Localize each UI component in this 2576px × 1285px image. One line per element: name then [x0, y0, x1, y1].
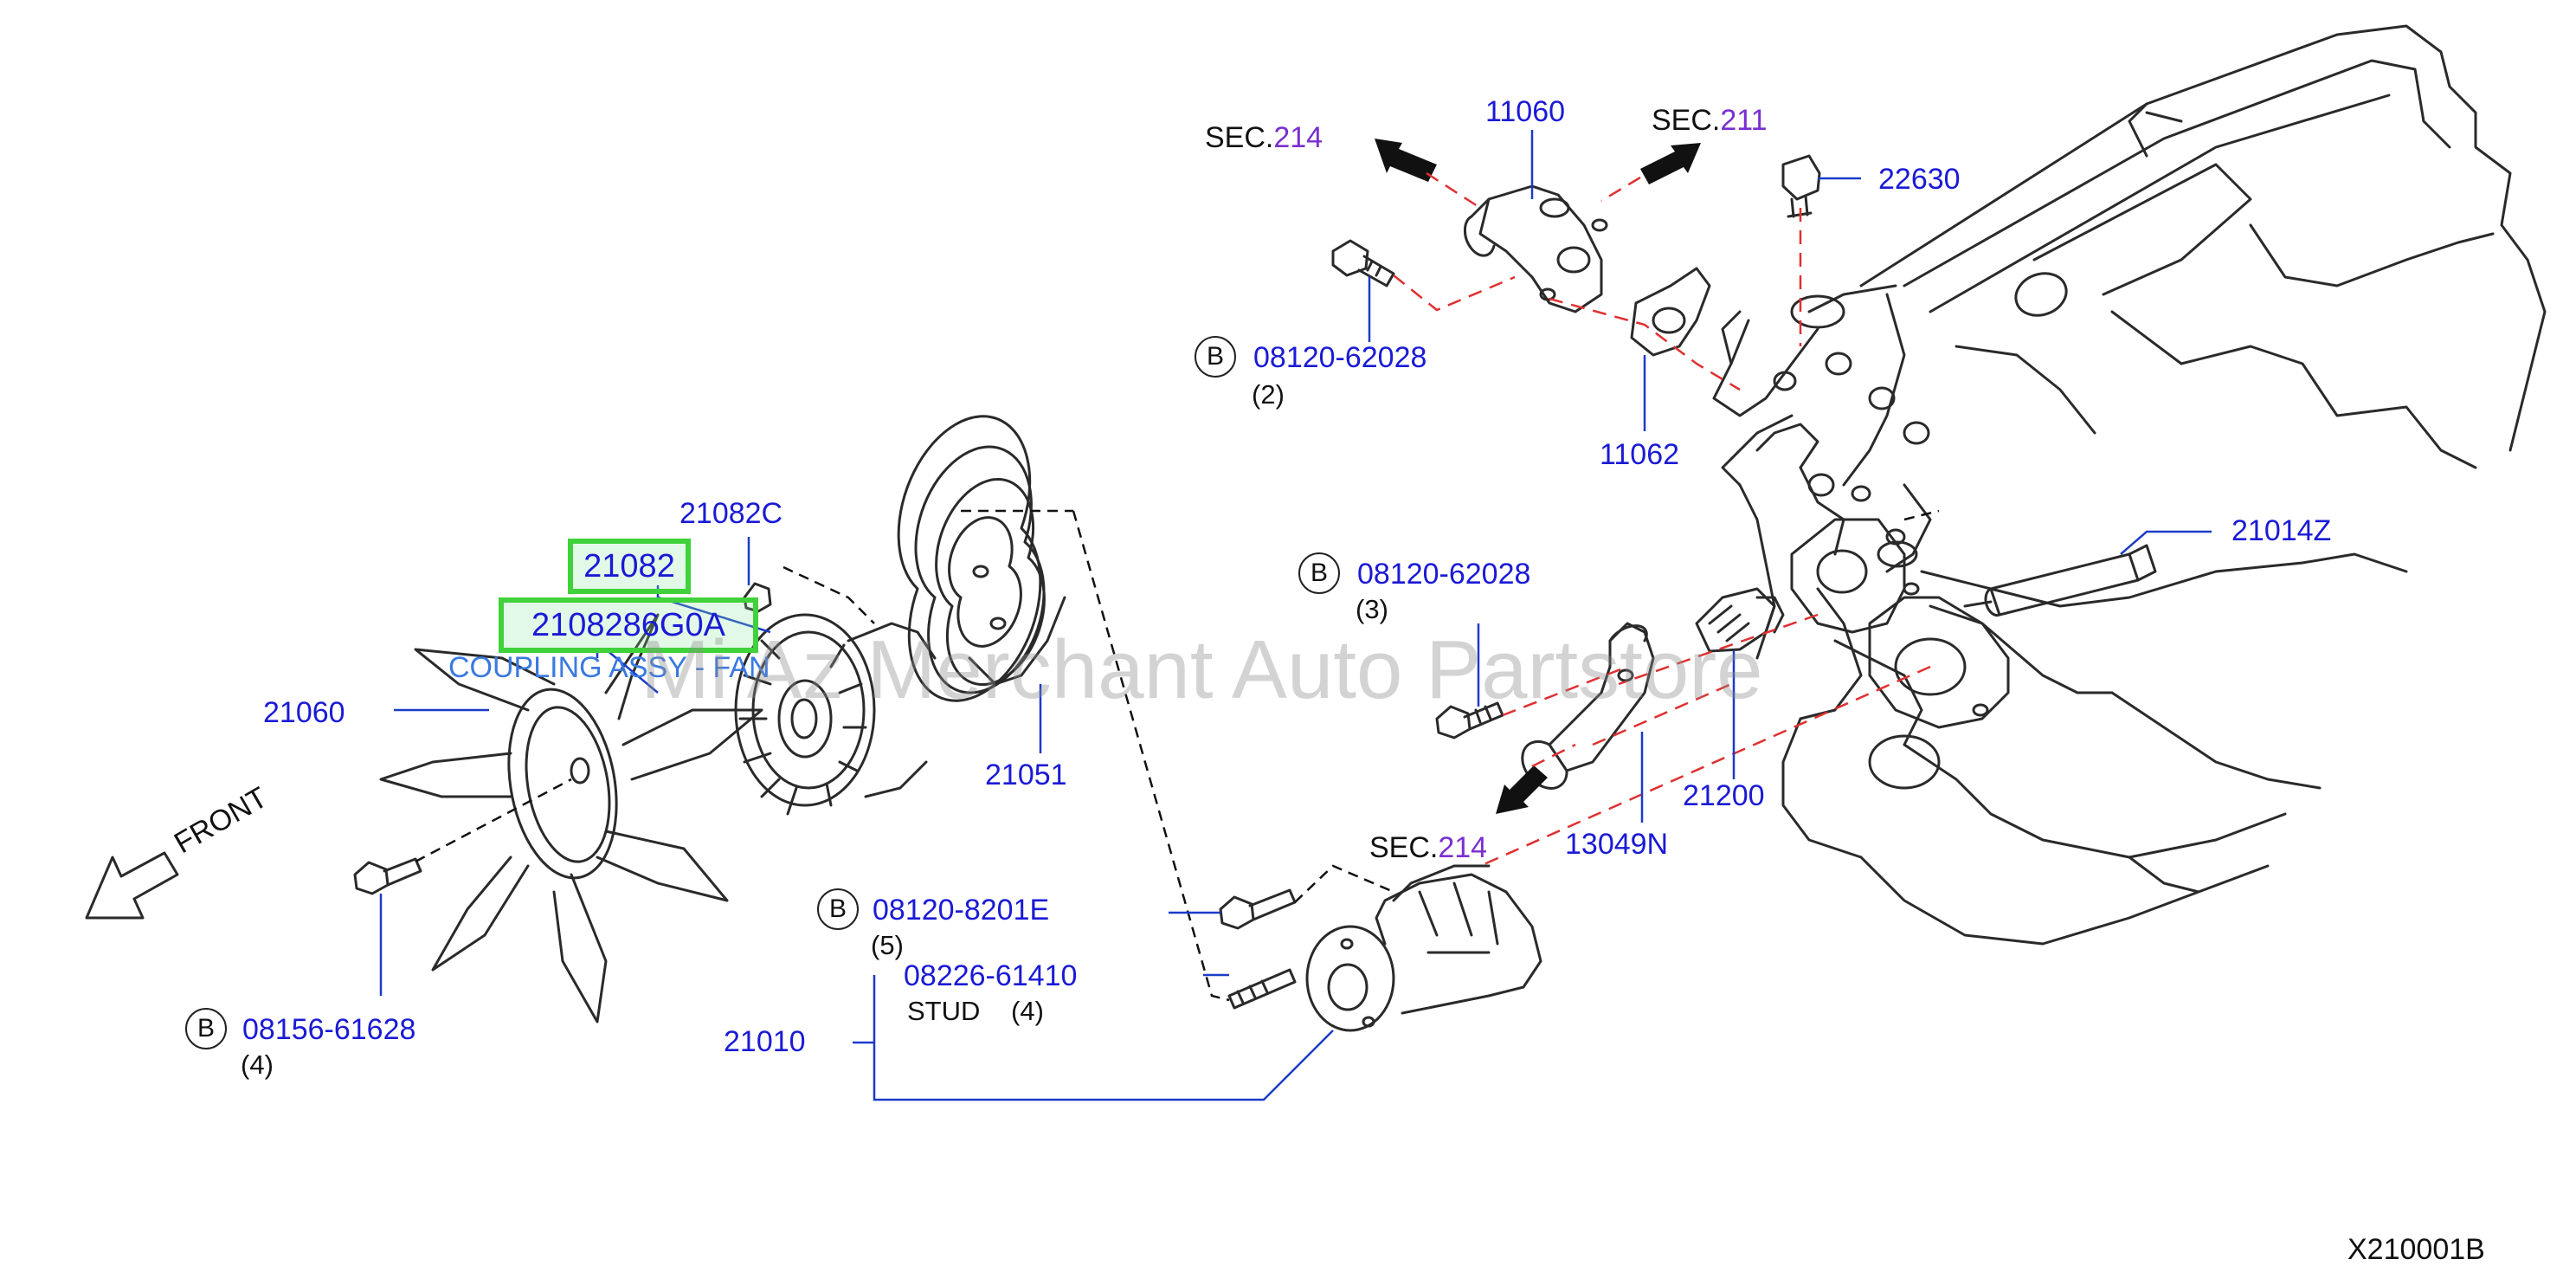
part-21014z-drawing: [1963, 544, 2157, 617]
thermostat-housing-drawing: [1790, 518, 2010, 729]
part-08156-61628-label[interactable]: 08156-61628: [242, 1013, 416, 1046]
part-08120-62028-mid-label[interactable]: 08120-62028: [1357, 558, 1531, 591]
sec-214-bottom-label[interactable]: SEC.214: [1369, 833, 1487, 862]
leader-08226-61410: [873, 973, 1334, 1101]
part-21010-label[interactable]: 21010: [724, 1025, 806, 1058]
fan-21060-drawing: [379, 613, 763, 1023]
stud-label: STUD: [907, 996, 981, 1026]
watermark-text: Mi Az Merchant Auto Partstore: [641, 623, 1763, 716]
diagram-code: X210001B: [2347, 1233, 2485, 1266]
part-11062-drawing: [1630, 267, 1711, 357]
bolt-08120-62028-top-drawing: [1331, 239, 1395, 287]
arrow-sec211-icon: [1640, 143, 1701, 184]
arrow-sec214-bottom-icon: [1496, 765, 1548, 814]
part-13049n-label[interactable]: 13049N: [1565, 828, 1669, 861]
part-21014z-label[interactable]: 21014Z: [2231, 514, 2332, 547]
qty-08120-62028-mid: (3): [1356, 594, 1388, 624]
part-11062-label[interactable]: 11062: [1600, 438, 1680, 471]
sec-number: 214: [1273, 121, 1323, 154]
part-21082-label: 21082: [583, 548, 675, 584]
engine-block-drawing: [1712, 24, 2547, 946]
bolt-08120-8201e-drawing: [1219, 888, 1297, 930]
part-22630-label[interactable]: 22630: [1878, 163, 1961, 196]
stud-08226-61410-drawing: [1227, 968, 1297, 1010]
fan-coupling-drawing: [734, 582, 937, 816]
part-2108286g0a-label: 2108286G0A: [531, 607, 725, 643]
sec-number: 211: [1720, 104, 1768, 137]
part-21200-label[interactable]: 21200: [1683, 779, 1765, 812]
part-21200-drawing: [1695, 587, 1785, 653]
coupling-assy-fan-caption[interactable]: COUPLING ASSY - FAN: [448, 651, 770, 684]
sec-prefix: SEC.: [1652, 104, 1721, 137]
sec-prefix: SEC.: [1205, 121, 1274, 154]
qty-stud: (4): [1011, 996, 1044, 1026]
part-2108286g0a-highlight[interactable]: 2108286G0A: [499, 597, 758, 653]
bolt-marker-b-icon: B: [1298, 552, 1340, 594]
bolt-08120-62028-mid-drawing: [1435, 701, 1504, 739]
part-08226-61410-label[interactable]: 08226-61410: [904, 959, 1078, 992]
qty-08156-61628: (4): [241, 1049, 274, 1080]
part-08120-62028-top-label[interactable]: 08120-62028: [1253, 341, 1427, 374]
part-11060-label[interactable]: 11060: [1485, 95, 1566, 128]
qty-08120-62028-top: (2): [1252, 379, 1285, 410]
sec-214-top-label[interactable]: SEC.214: [1205, 123, 1323, 152]
bolt-08156-61628-drawing: [353, 857, 422, 895]
part-21051-drawing: [897, 415, 1066, 702]
part-21060-label[interactable]: 21060: [263, 696, 345, 729]
bolt-marker-b-icon: B: [817, 888, 859, 930]
water-pump-21010-drawing: [1305, 864, 1542, 1032]
qty-08120-8201e: (5): [871, 930, 904, 960]
sec-prefix: SEC.: [1369, 831, 1439, 864]
front-arrow-drawing: [85, 851, 179, 920]
part-21051-label[interactable]: 21051: [985, 759, 1067, 791]
part-22630-drawing: [1781, 154, 1821, 218]
part-21082c-label[interactable]: 21082C: [679, 497, 783, 530]
sec-211-label[interactable]: SEC.211: [1652, 106, 1768, 135]
bolt-marker-b-icon: B: [185, 1008, 227, 1049]
part-11060-drawing: [1463, 184, 1608, 313]
bolt-marker-b-icon: B: [1195, 336, 1236, 378]
leader-21014z: [2120, 530, 2212, 555]
part-21082-highlight[interactable]: 21082: [568, 539, 691, 594]
part-08120-8201e-label[interactable]: 08120-8201E: [873, 894, 1050, 927]
sec-number: 214: [1438, 831, 1488, 864]
arrow-sec214-top-icon: [1375, 139, 1437, 182]
